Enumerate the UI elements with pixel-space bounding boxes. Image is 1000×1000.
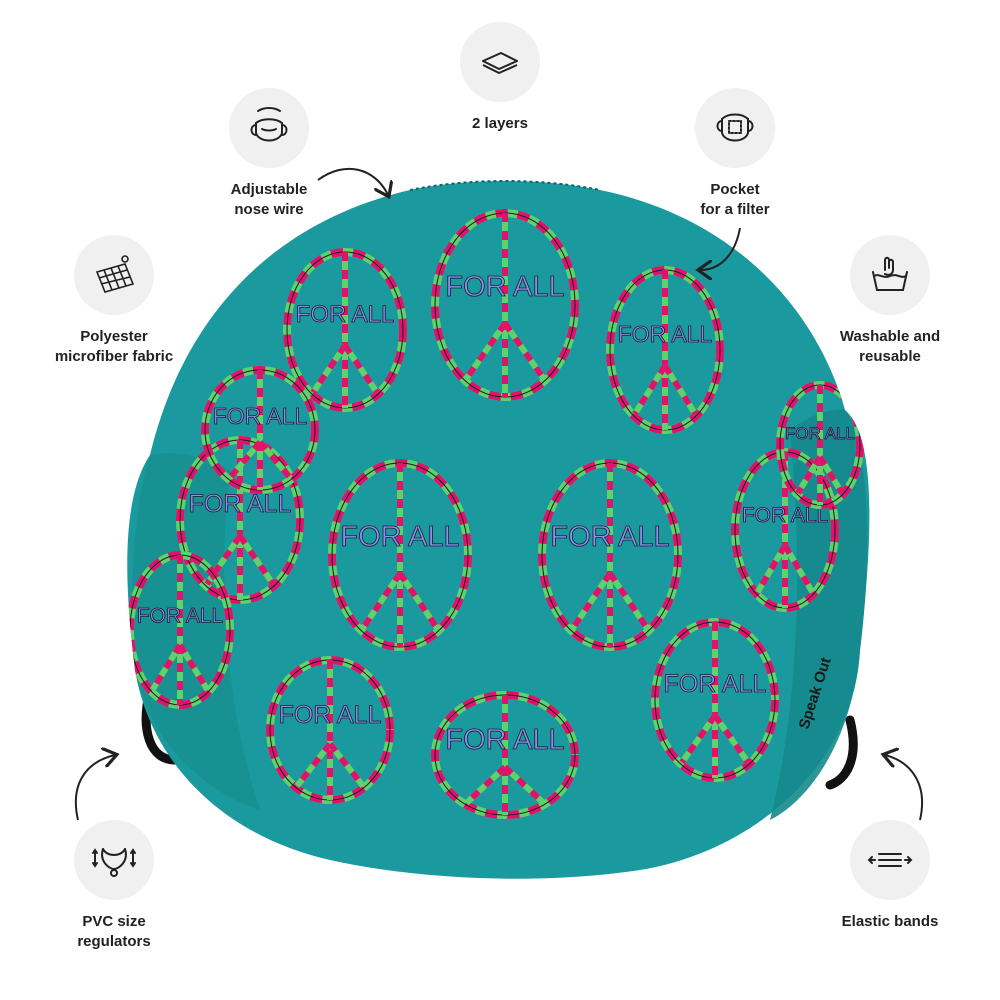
- peace-motif: FOR ALL: [266, 656, 394, 804]
- feature-fabric: Polyester microfiber fabric: [14, 235, 214, 367]
- peace-motif: FOR ALL: [431, 691, 579, 819]
- feature-label: Adjustable nose wire: [230, 181, 308, 218]
- peace-motif-text: FOR ALL: [445, 271, 564, 303]
- feature-label: Pocket for a filter: [700, 181, 770, 218]
- peace-motif-text: FOR ALL: [550, 521, 669, 553]
- peace-motif: FOR ALL: [176, 436, 304, 604]
- icon-circle: [74, 235, 154, 315]
- peace-motif: FOR ALL: [606, 266, 724, 434]
- feature-nose-wire: Adjustable nose wire: [169, 88, 369, 220]
- feature-label: Elastic bands: [841, 913, 939, 930]
- arrow-regulators: [74, 755, 115, 821]
- mask-seam: [409, 180, 601, 191]
- mask-body: [127, 181, 870, 879]
- mask-right-panel: [770, 409, 868, 820]
- peace-motif-text: FOR ALL: [296, 301, 395, 328]
- wash-icon: [872, 256, 908, 291]
- arrow-nose-wire: [317, 167, 388, 195]
- right-ear-loop: [825, 715, 858, 790]
- arrow-filter-pocket: [700, 227, 741, 270]
- peace-motif: FOR ALL: [538, 459, 682, 651]
- filter-pocket-icon: [716, 113, 754, 142]
- feature-label: Washable and reusable: [839, 328, 941, 365]
- peace-motif: FOR ALL: [776, 381, 864, 509]
- icon-circle: [229, 88, 309, 168]
- elastic-band-icon: [867, 853, 913, 867]
- icon-circle: [695, 88, 775, 168]
- icon-circle: [850, 820, 930, 900]
- feature-filter-pocket: Pocket for a filter: [635, 88, 835, 220]
- feature-elastic: Elastic bands: [790, 820, 990, 932]
- peace-motif-text: FOR ALL: [213, 403, 308, 429]
- mask-left-panel: [132, 453, 260, 810]
- peace-motif-text: FOR ALL: [189, 490, 292, 518]
- peace-motif-text: FOR ALL: [618, 321, 713, 347]
- icon-circle: [74, 820, 154, 900]
- peace-motif-text: FOR ALL: [445, 724, 564, 756]
- nose-wire-icon: [250, 107, 288, 142]
- regulator-icon: [92, 848, 136, 877]
- peace-motif: FOR ALL: [651, 618, 779, 782]
- feature-label: Polyester microfiber fabric: [54, 328, 174, 365]
- feature-two-layers: 2 layers: [400, 22, 600, 134]
- arrow-elastic: [885, 755, 924, 821]
- peace-motif-text: FOR ALL: [340, 521, 459, 553]
- feature-regulators: PVC size regulators: [14, 820, 214, 952]
- layers-icon: [482, 52, 518, 74]
- icon-circle: [460, 22, 540, 102]
- feature-washable: Washable and reusable: [790, 235, 990, 367]
- peace-motif-text: FOR ALL: [137, 605, 223, 628]
- peace-motif-text: FOR ALL: [664, 670, 767, 698]
- peace-motif: FOR ALL: [431, 209, 579, 401]
- peace-motif: FOR ALL: [328, 459, 472, 651]
- peace-motif-text: FOR ALL: [279, 701, 382, 729]
- peace-motif: FOR ALL: [201, 366, 319, 494]
- peace-motif-text: FOR ALL: [742, 504, 828, 527]
- peace-motif: FOR ALL: [283, 248, 407, 412]
- icon-circle: [850, 235, 930, 315]
- peace-motif-text: FOR ALL: [785, 424, 855, 443]
- feature-label: PVC size regulators: [77, 913, 151, 950]
- peace-pattern: FOR ALL FOR ALL FOR ALL FOR ALL FOR ALL FOR A…: [127, 209, 864, 819]
- feature-label: 2 layers: [472, 115, 528, 132]
- fabric-icon: [95, 255, 135, 293]
